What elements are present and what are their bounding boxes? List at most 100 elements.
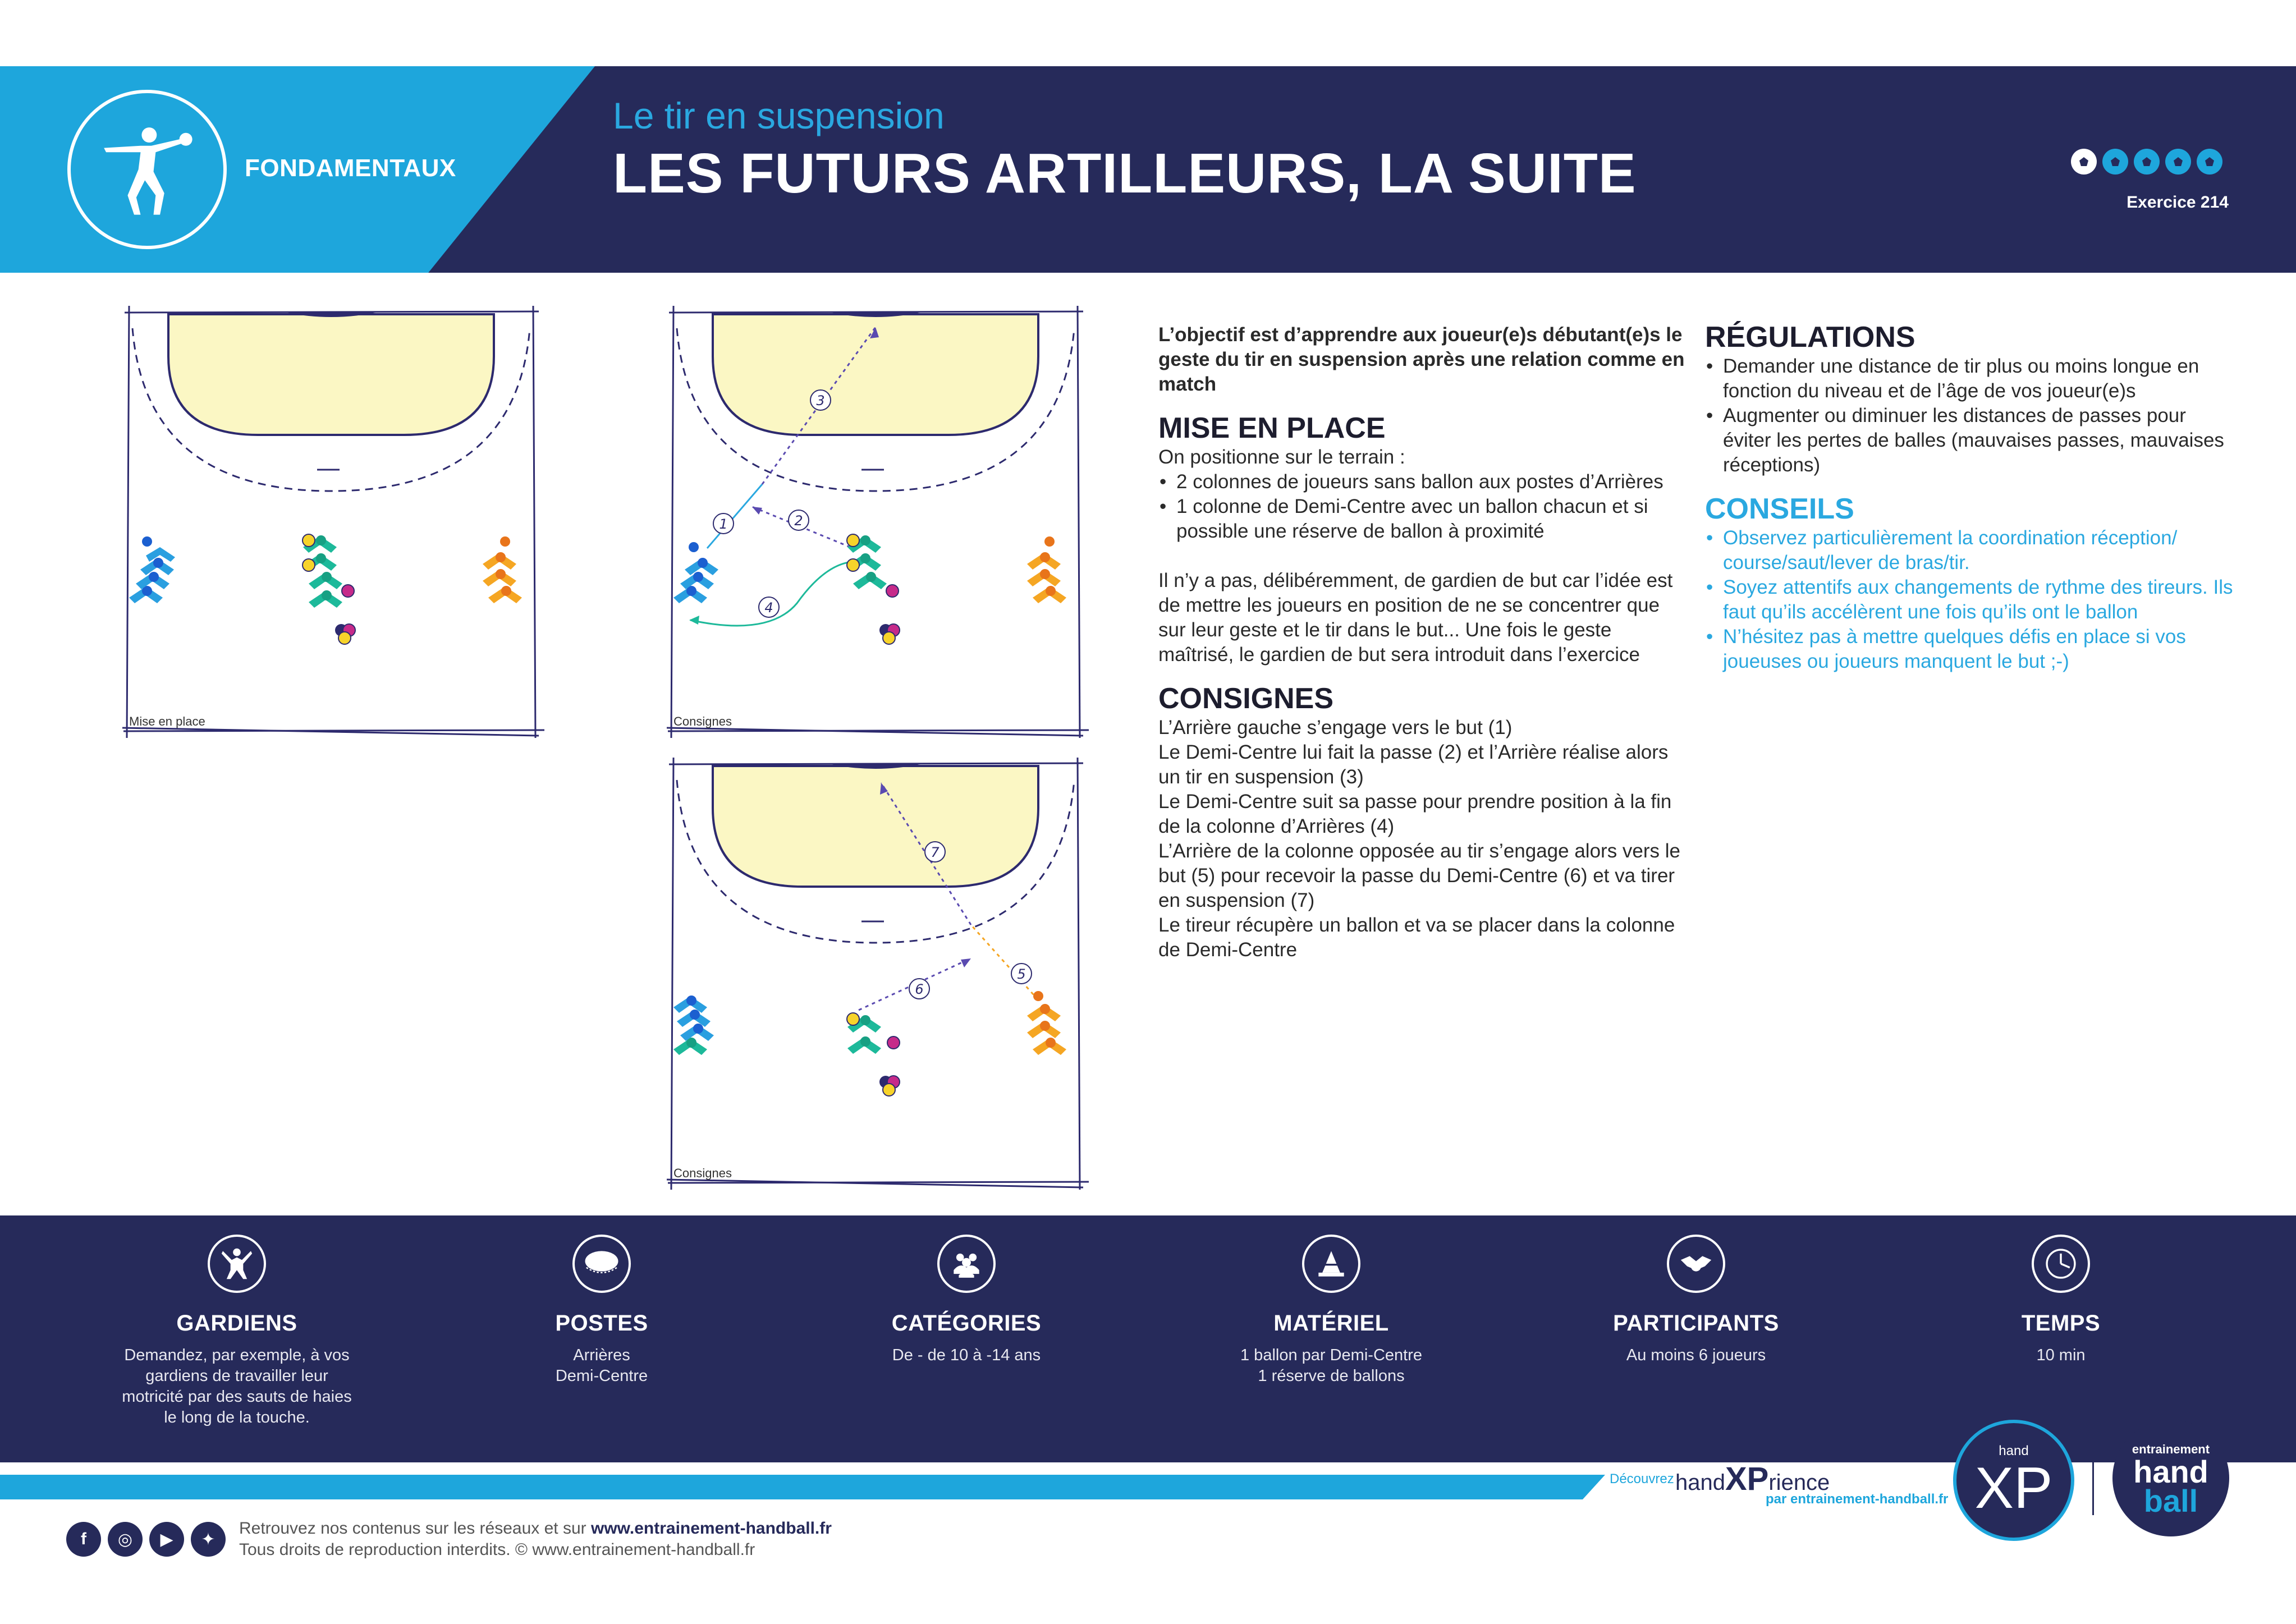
info-goalkeepers: GARDIENS Demandez, par exemple, à vos ga… — [119, 1235, 355, 1428]
court-label: Mise en place — [129, 714, 205, 728]
jumping-player-icon — [104, 127, 193, 215]
social-links: f ◎ ▶ ✦ — [66, 1522, 226, 1557]
ball-icon — [2102, 149, 2128, 175]
instruction-line: L’Arrière de la colonne opposée au tir s… — [1158, 840, 1681, 911]
info-participants: PARTICIPANTS Au moins 6 joueurs — [1578, 1235, 1814, 1366]
step-1-label: 1 — [719, 516, 727, 532]
step-7-label: 7 — [931, 845, 940, 860]
footer-prefix: Retrouvez nos contenus sur les réseaux e… — [239, 1519, 591, 1538]
info-title: GARDIENS — [176, 1311, 297, 1336]
info-categories: CATÉGORIES De - de 10 à -14 ans — [849, 1235, 1084, 1366]
court-position-icon — [572, 1235, 631, 1293]
right-back-column — [483, 536, 522, 603]
court-diagram-instructions-1: 1 2 3 4 — [657, 305, 1094, 738]
promo-handxp-link[interactable]: handXPrience — [1675, 1460, 1830, 1498]
list-item: 1 colonne de Demi-Centre avec un ballon … — [1158, 494, 1686, 544]
info-equipment: MATÉRIEL 1 ballon par Demi-Centre 1 rése… — [1213, 1235, 1449, 1387]
section-title-tips: CONSEILS — [1705, 493, 1854, 525]
youtube-icon[interactable]: ▶ — [149, 1522, 184, 1557]
court-label: Consignes — [673, 1166, 732, 1180]
step-4-label: 4 — [764, 600, 773, 616]
goalkeeper-icon — [208, 1235, 266, 1293]
left-back-column — [673, 995, 714, 1055]
side-text-column: RÉGULATIONS Demander une distance de tir… — [1705, 306, 2238, 674]
list-item: 2 colonnes de joueurs sans ballon aux po… — [1158, 470, 1686, 494]
info-text: Arrières Demi-Centre — [555, 1346, 648, 1385]
run-arrow-4 — [690, 561, 854, 627]
step-6-label: 6 — [915, 981, 923, 997]
info-title: PARTICIPANTS — [1613, 1311, 1779, 1336]
ball-icon — [2197, 149, 2222, 175]
players-icon — [1667, 1235, 1725, 1293]
center-back-column — [302, 534, 356, 645]
clock-icon — [2032, 1235, 2090, 1293]
info-positions: POSTES Arrières Demi-Centre — [484, 1235, 719, 1387]
left-back-column — [673, 542, 718, 603]
section-title-instructions: CONSIGNES — [1158, 682, 1334, 715]
promo-discover: Découvrez — [1610, 1471, 1674, 1487]
instruction-line: Le Demi-Centre lui fait la passe (2) et … — [1158, 741, 1669, 788]
logo-text: ball — [2143, 1483, 2198, 1519]
info-band — [0, 1215, 2296, 1462]
ball-icon — [2134, 149, 2160, 175]
list-item: Observez particulièrement la coordinatio… — [1705, 526, 2238, 575]
regulations-list: Demander une distance de tir plus ou moi… — [1705, 354, 2238, 478]
promo-xp: XP — [1725, 1461, 1769, 1497]
promo-hand: hand — [1675, 1470, 1725, 1495]
section-title-regulations: RÉGULATIONS — [1705, 321, 1915, 354]
page-title: LES FUTURS ARTILLEURS, LA SUITE — [613, 142, 1637, 205]
court-diagram-setup: Mise en place — [112, 305, 550, 738]
court-diagram-instructions-2: 5 6 7 — [657, 757, 1094, 1190]
category-logo — [67, 90, 227, 249]
step-2-label: 2 — [794, 513, 803, 529]
info-text: 1 ballon par Demi-Centre 1 réserve de ba… — [1240, 1346, 1422, 1385]
facebook-icon[interactable]: f — [66, 1522, 101, 1557]
handxp-logo[interactable]: hand XP — [1953, 1420, 2074, 1541]
logo-text: hand — [2133, 1454, 2208, 1489]
list-item: N’hésitez pas à mettre quelques défis en… — [1705, 625, 2238, 674]
ball-icon — [2071, 149, 2097, 175]
info-title: CATÉGORIES — [891, 1311, 1042, 1336]
instagram-icon[interactable]: ◎ — [108, 1522, 143, 1557]
step-5-label: 5 — [1017, 966, 1025, 982]
exercise-number: Exercice 214 — [2127, 193, 2229, 212]
footer-text: Retrouvez nos contenus sur les réseaux e… — [239, 1518, 832, 1561]
logo-text: entrainement — [2132, 1442, 2210, 1456]
section-title-setup: MISE EN PLACE — [1158, 412, 1386, 444]
logo-text: XP — [1974, 1456, 2053, 1521]
logo-text: hand — [1999, 1443, 2029, 1458]
info-text: Au moins 6 joueurs — [1626, 1346, 1766, 1364]
setup-list: 2 colonnes de joueurs sans ballon aux po… — [1158, 470, 1686, 544]
group-icon — [937, 1235, 996, 1293]
center-back-column — [846, 1012, 900, 1097]
right-back-column — [1027, 536, 1066, 603]
instruction-line: L’Arrière gauche s’engage vers le but (1… — [1158, 717, 1513, 738]
list-item: Demander une distance de tir plus ou moi… — [1705, 354, 2238, 403]
footer-site-link[interactable]: www.entrainement-handball.fr — [590, 1519, 832, 1538]
run-arrow-1 — [706, 484, 763, 549]
entrainement-handball-logo[interactable]: entrainement hand ball — [2112, 1420, 2229, 1536]
info-duration: TEMPS 10 min — [1943, 1235, 2179, 1366]
footer-copyright: Tous droits de reproduction interdits. ©… — [239, 1540, 755, 1559]
center-back-column — [846, 534, 900, 645]
promo-rience: rience — [1768, 1470, 1830, 1495]
ball-icon — [2165, 149, 2191, 175]
logo-divider — [2092, 1453, 2094, 1515]
left-back-column — [129, 536, 175, 603]
info-title: TEMPS — [2021, 1311, 2101, 1336]
setup-note: Il n’y a pas, délibéremment, de gardien … — [1158, 570, 1673, 666]
twitter-icon[interactable]: ✦ — [191, 1522, 226, 1557]
main-text-column: L’objectif est d’apprendre aux joueur(e)… — [1158, 323, 1686, 962]
run-arrow-5 — [970, 924, 1039, 1001]
step-3-label: 3 — [816, 393, 824, 409]
difficulty-rating — [2071, 149, 2222, 175]
tips-list: Observez particulièrement la coordinatio… — [1705, 526, 2238, 674]
objective-text: L’objectif est d’apprendre aux joueur(e)… — [1158, 324, 1685, 395]
info-title: POSTES — [555, 1311, 648, 1336]
court-label: Consignes — [673, 714, 732, 728]
promo-by: par entrainement-handball.fr — [1766, 1492, 1949, 1507]
page-subtitle: Le tir en suspension — [613, 95, 945, 136]
setup-lead: On positionne sur le terrain : — [1158, 446, 1405, 468]
info-text: 10 min — [2036, 1346, 2086, 1364]
shot-arrow-7 — [880, 782, 972, 925]
